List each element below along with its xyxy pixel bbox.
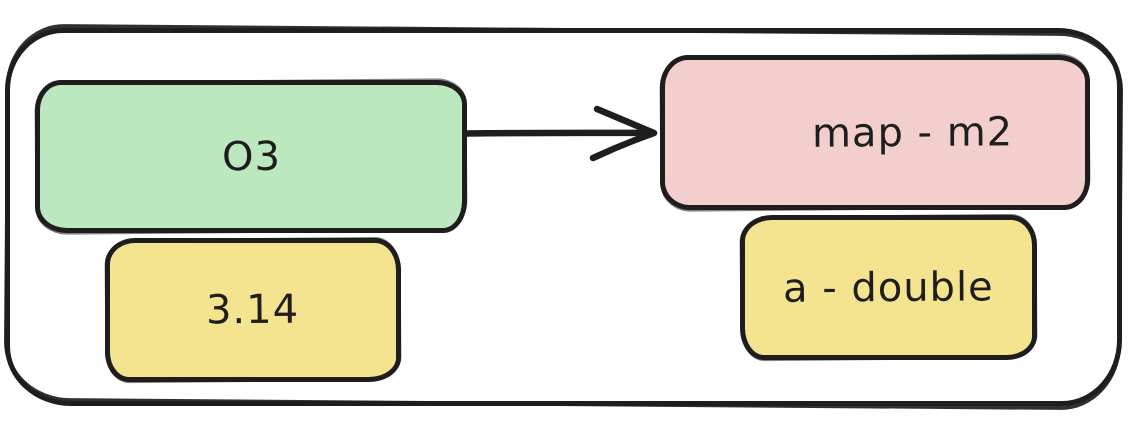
- node-a-double-label: a - double: [782, 263, 995, 312]
- outer-container-box: [5, 28, 1122, 406]
- node-map-m2: map - m2: [660, 55, 1090, 210]
- node-value-314-label: 3.14: [206, 286, 300, 334]
- node-value-314: 3.14: [105, 238, 401, 382]
- node-map-m2-label: map - m2: [811, 108, 1014, 157]
- node-a-double: a - double: [740, 215, 1037, 360]
- node-o3: O3: [35, 80, 467, 233]
- node-o3-label: O3: [221, 133, 281, 180]
- arrow-o3-to-map: [463, 105, 658, 162]
